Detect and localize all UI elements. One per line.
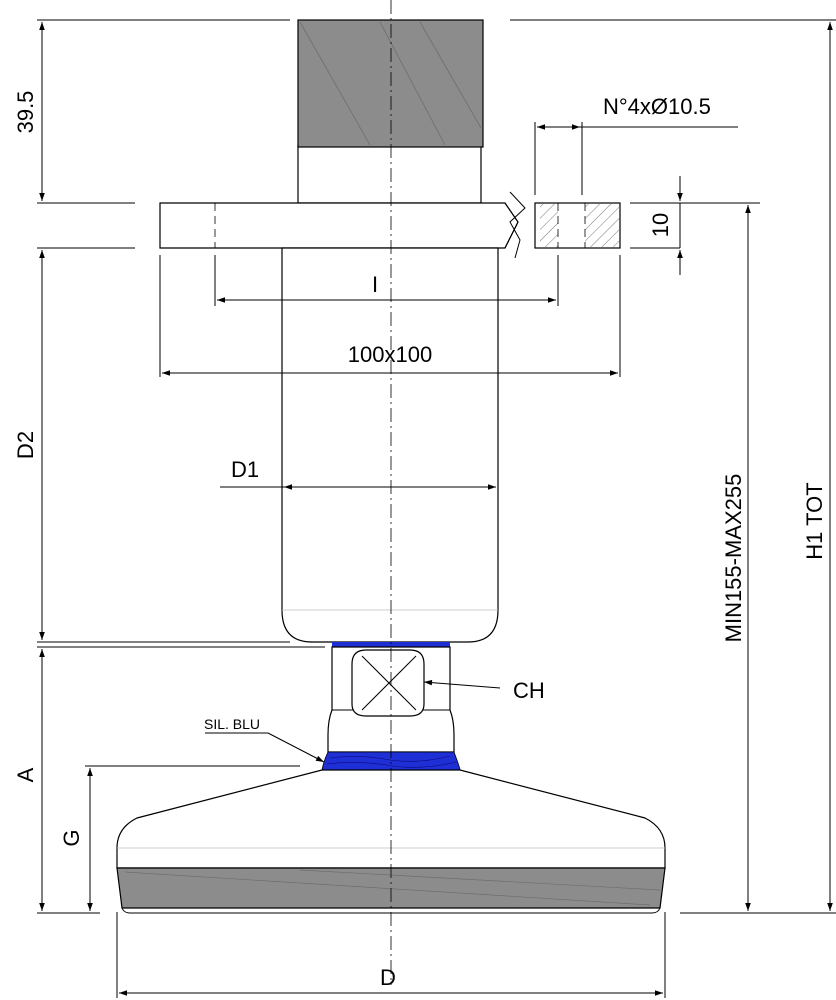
- label-h1-total: H1 TOT: [802, 482, 827, 559]
- dimension-labels: 39.5 N°4xØ10.5 10 I 100x100 D2 D1 MIN155…: [13, 91, 827, 990]
- label-39-5: 39.5: [13, 91, 38, 134]
- top-stud: [297, 19, 484, 204]
- label-d: D: [380, 965, 396, 990]
- label-g: G: [59, 829, 84, 846]
- dimension-lines: [39, 22, 833, 996]
- extension-lines: [37, 19, 836, 998]
- label-i: I: [372, 272, 378, 297]
- label-d2: D2: [13, 431, 38, 459]
- label-a: A: [13, 767, 38, 782]
- label-10: 10: [648, 213, 673, 237]
- label-plate-size: 100x100: [348, 342, 432, 367]
- label-sil-blu: SIL. BLU: [204, 716, 260, 732]
- label-height-range: MIN155-MAX255: [721, 474, 746, 643]
- label-d1: D1: [231, 457, 259, 482]
- label-holes: N°4xØ10.5: [603, 94, 711, 119]
- label-ch: CH: [513, 678, 545, 703]
- mounting-plate: [159, 191, 621, 259]
- body-cylinder: [281, 247, 499, 647]
